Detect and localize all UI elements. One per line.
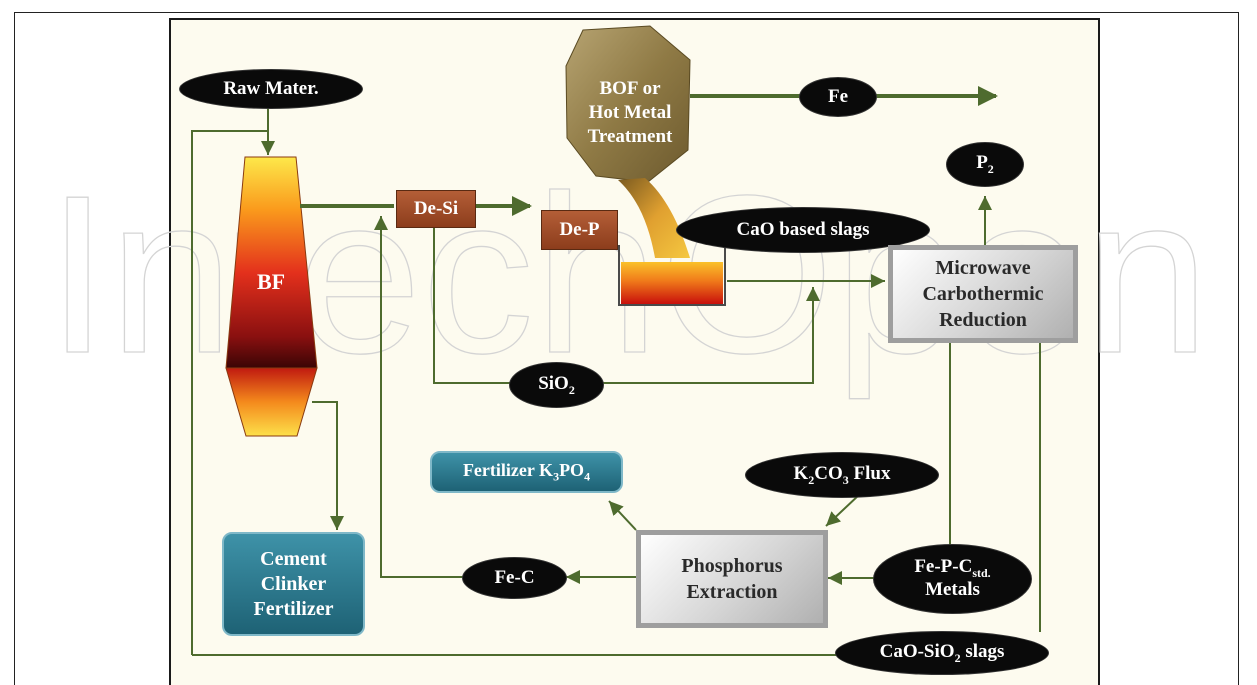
outer-frame xyxy=(14,12,1239,685)
bof-label-line2: Hot Metal xyxy=(589,102,672,123)
k2co3-flux-node: K2CO3 Flux xyxy=(746,453,938,497)
fe-product-node: Fe xyxy=(800,78,876,116)
fe-c-node: Fe-C xyxy=(463,558,566,598)
cao-sio2-slags-node: CaO-SiO2 slags xyxy=(836,632,1048,674)
de-p-box: De-P xyxy=(541,210,618,250)
phosphorus-extraction-box: Phosphorus Extraction xyxy=(636,530,828,628)
bf-label: BF xyxy=(257,269,285,294)
cao-based-slags-node: CaO based slags xyxy=(677,208,929,252)
ladle-graphic xyxy=(618,245,726,306)
bof-label-line1: BOF or xyxy=(599,78,661,99)
cement-clinker-fertilizer-box: Cement Clinker Fertilizer xyxy=(222,532,365,636)
sio2-node: SiO2 xyxy=(510,363,603,407)
p2-node: P2 xyxy=(947,143,1023,186)
bof-vessel-graphic xyxy=(565,25,691,258)
bof-label-line3: Treatment xyxy=(588,126,673,147)
blast-furnace-graphic xyxy=(225,156,318,437)
microwave-carbothermic-reduction-box: Microwave Carbothermic Reduction xyxy=(888,245,1078,343)
raw-materials-node: Raw Mater. xyxy=(180,70,362,108)
fe-p-c-metals-node: Fe-P-Cstd. Metals xyxy=(874,545,1031,613)
fertilizer-k3po4-box: Fertilizer K3PO4 xyxy=(430,451,623,493)
de-si-box: De-Si xyxy=(396,190,476,228)
